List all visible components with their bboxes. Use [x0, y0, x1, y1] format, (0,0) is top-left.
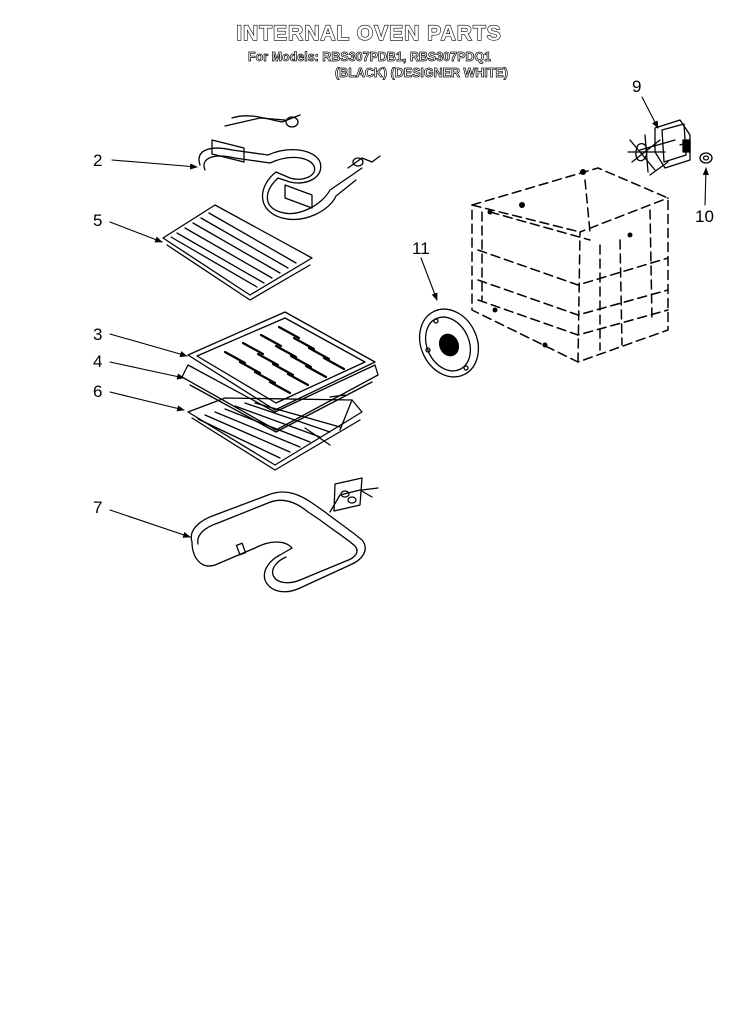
callout-7: 7 — [93, 498, 103, 517]
callout-9: 9 — [632, 77, 642, 96]
oven-rack-part-6 — [187, 394, 363, 471]
grill-part-5 — [162, 204, 313, 301]
fan-cover-part-11 — [418, 308, 480, 378]
nut-part-10 — [699, 152, 713, 164]
callout-6: 6 — [93, 382, 103, 401]
oven-cavity — [471, 167, 669, 363]
callout-10: 10 — [695, 207, 714, 226]
fan-motor-part-9 — [627, 119, 691, 176]
callout-5: 5 — [93, 211, 103, 230]
leader-lines — [109, 96, 709, 538]
bake-element-part-7 — [190, 477, 379, 593]
broiler-pan-insert-part-3 — [187, 311, 376, 411]
finish-line: (BLACK) (DESIGNER WHITE) — [335, 66, 509, 81]
diagram-title: INTERNAL OVEN PARTS — [236, 21, 502, 45]
callout-3: 3 — [93, 325, 103, 344]
broil-element-part-2 — [198, 114, 381, 220]
callout-11: 11 — [412, 239, 430, 258]
callout-4: 4 — [93, 352, 103, 371]
models-line: For Models: RBS307PDB1, RBS307PDQ1 — [248, 50, 492, 65]
callout-2: 2 — [93, 151, 103, 170]
cavity-details — [487, 169, 633, 348]
